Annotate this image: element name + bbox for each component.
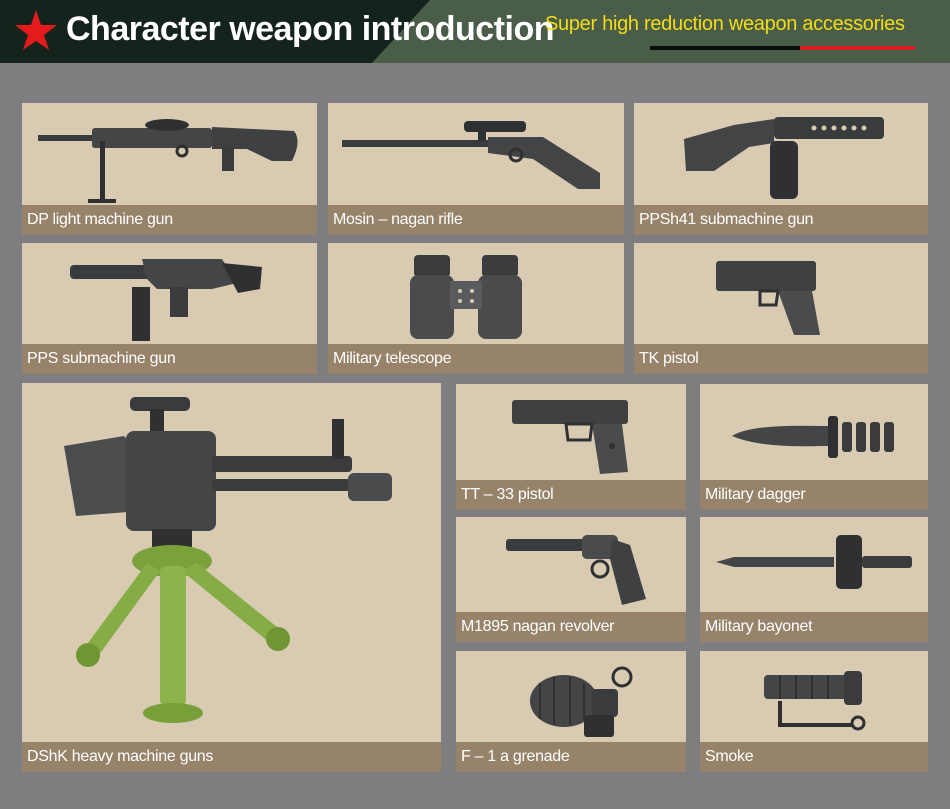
grenade-icon [530,666,633,737]
weapon-label: Military telescope [328,344,624,374]
weapon-card-grenade[interactable]: F – 1 a grenade [456,651,686,772]
dagger-icon [732,416,894,458]
weapon-label: DShK heavy machine guns [22,742,441,772]
weapon-card-dp[interactable]: DP light machine gun [22,103,317,235]
page-title: Character weapon introduction [66,10,555,48]
submachine-gun-icon [70,259,262,341]
light-machine-gun-icon [38,119,298,203]
header-banner: Character weapon introduction Super high… [0,0,950,63]
subtitle-underline-red [800,46,915,50]
weapon-card-dagger[interactable]: Military dagger [700,384,928,510]
weapon-card-tk[interactable]: TK pistol [634,243,928,374]
weapon-label: Smoke [700,742,928,772]
weapon-card-dshk[interactable]: DShK heavy machine guns [22,383,441,772]
rifle-icon [342,121,600,189]
weapon-card-ppsh[interactable]: PPSh41 submachine gun [634,103,928,235]
weapon-card-bayonet[interactable]: Military bayonet [700,517,928,642]
pistol-icon [512,400,628,474]
star-icon [15,10,57,50]
weapon-label: Military bayonet [700,612,928,642]
weapon-card-telescope[interactable]: Military telescope [328,243,624,374]
weapon-card-mosin[interactable]: Mosin – nagan rifle [328,103,624,235]
weapon-card-revolver[interactable]: M1895 nagan revolver [456,517,686,642]
heavy-machine-gun-icon [64,397,392,723]
binoculars-icon [410,255,522,339]
revolver-icon [506,535,646,605]
bayonet-icon [716,535,912,589]
subtitle-underline-black [650,46,800,50]
weapon-card-pps[interactable]: PPS submachine gun [22,243,317,374]
pistol-icon [716,261,820,335]
weapon-label: F – 1 a grenade [456,742,686,772]
weapon-label: TK pistol [634,344,928,374]
header-dark-panel [0,0,430,63]
weapon-label: Military dagger [700,480,928,510]
weapon-card-tt33[interactable]: TT – 33 pistol [456,384,686,510]
weapon-label: Mosin – nagan rifle [328,205,624,235]
weapon-label: PPSh41 submachine gun [634,205,928,235]
smoke-grenade-icon [764,671,866,731]
weapon-label: DP light machine gun [22,205,317,235]
submachine-gun-icon [684,117,884,199]
weapon-label: TT – 33 pistol [456,480,686,510]
page-subtitle: Super high reduction weapon accessories [545,13,905,35]
weapon-card-smoke[interactable]: Smoke [700,651,928,772]
weapon-label: M1895 nagan revolver [456,612,686,642]
weapon-label: PPS submachine gun [22,344,317,374]
